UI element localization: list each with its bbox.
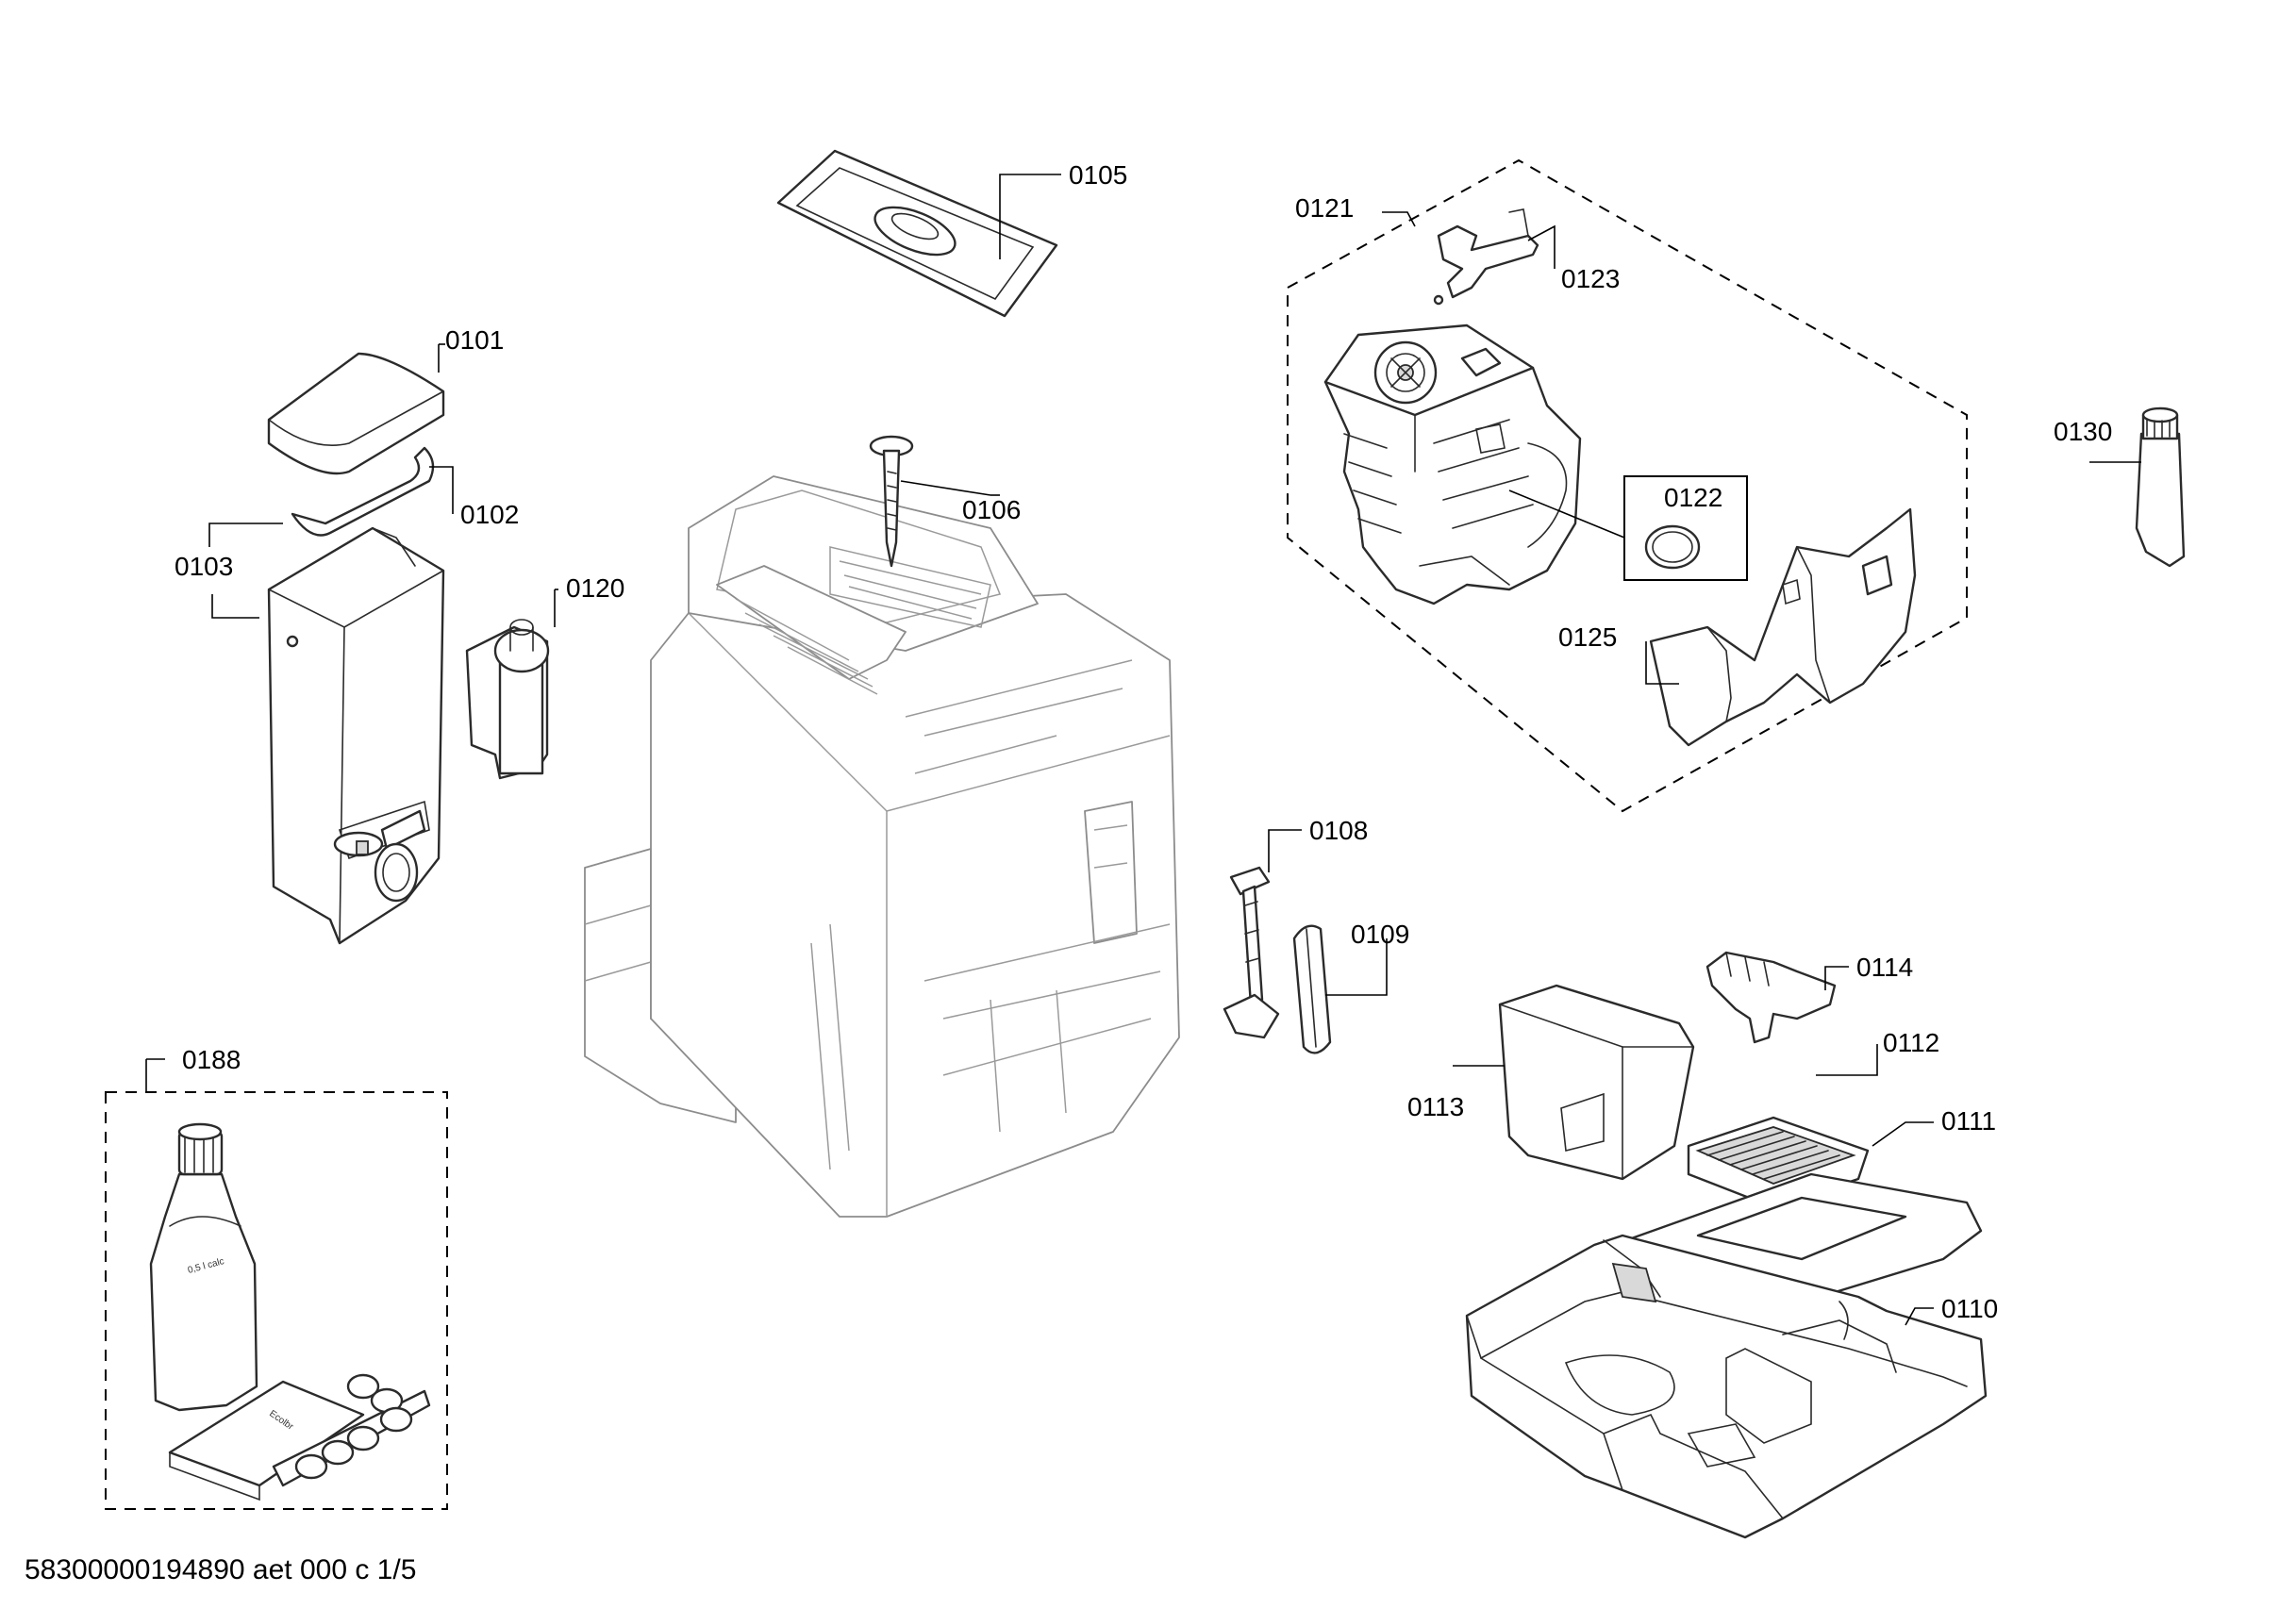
- part-0103-drawing: [267, 526, 445, 945]
- label-0112: 0112: [1883, 1028, 1939, 1057]
- part-0108-drawing: [1223, 866, 1280, 1039]
- descaling-kit-group-box: [105, 1091, 448, 1510]
- part-0114-drawing: [1705, 951, 1837, 1044]
- label-0108: 0108: [1309, 816, 1368, 845]
- part-0130-drawing: [2135, 406, 2186, 568]
- label-0122: 0122: [1664, 483, 1722, 512]
- label-0114: 0114: [1856, 953, 1913, 982]
- label-0109: 0109: [1351, 920, 1409, 949]
- part-0113-drawing: [1498, 984, 1695, 1181]
- brewing-unit-drawing: [1323, 323, 1582, 605]
- part-0123-drawing: [1433, 208, 1539, 306]
- label-0105: 0105: [1069, 160, 1127, 190]
- drawing-reference-number: 58300000194890 aet 000 c 1/5: [25, 1554, 417, 1585]
- part-0102-drawing: [291, 446, 435, 537]
- part-0125-drawing: [1649, 507, 1917, 747]
- label-0125: 0125: [1558, 622, 1617, 652]
- label-0102: 0102: [460, 500, 519, 529]
- label-0130: 0130: [2054, 417, 2112, 446]
- label-0110: 0110: [1941, 1294, 1998, 1323]
- label-0101: 0101: [445, 325, 504, 355]
- brewing-unit-group-box: [1287, 158, 1968, 813]
- label-0120: 0120: [566, 573, 624, 603]
- part-0109-drawing: [1292, 924, 1332, 1054]
- label-0113: 0113: [1407, 1092, 1464, 1121]
- label-0121: 0121: [1295, 193, 1354, 223]
- label-0103: 0103: [175, 552, 233, 581]
- label-0111: 0111: [1941, 1106, 1996, 1136]
- part-0188-drawing: 0,5 l calc Ecolbr: [149, 1122, 431, 1501]
- part-0106-drawing: [869, 435, 914, 568]
- part-0122-drawing: [1623, 475, 1748, 581]
- part-0110-drawing: [1465, 1234, 1988, 1539]
- part-0120-drawing: [465, 619, 550, 780]
- label-0123: 0123: [1561, 264, 1620, 293]
- leader-lines: [145, 174, 2141, 1326]
- part-labels: 0105 0101 0102 0103 0120 0106 0108 0109 …: [175, 160, 2112, 1323]
- part-0105-drawing: [776, 149, 1058, 318]
- label-0106: 0106: [962, 495, 1021, 524]
- part-0101-drawing: [267, 352, 445, 475]
- label-0188: 0188: [182, 1045, 241, 1074]
- machine-body-drawing: [584, 475, 1180, 1218]
